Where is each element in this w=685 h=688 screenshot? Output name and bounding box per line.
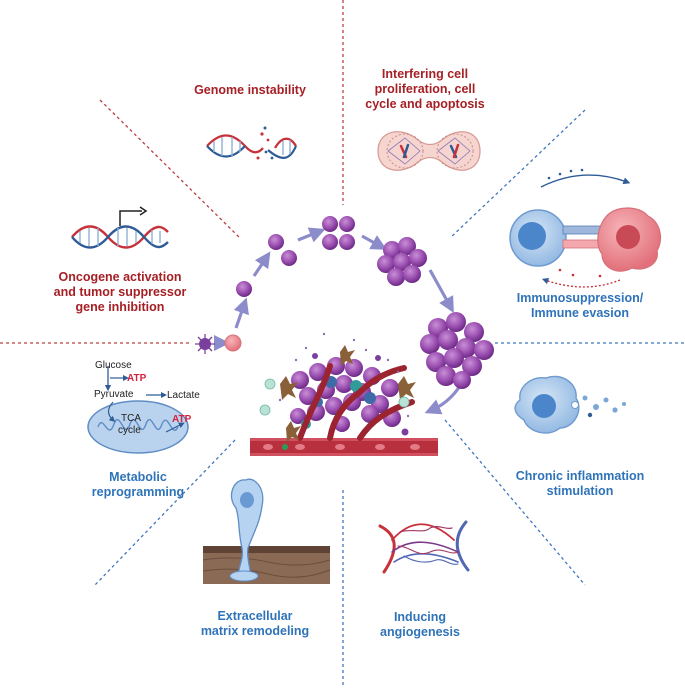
angiogenesis-icon [378,520,470,574]
cycle-text: cycle [118,425,141,436]
tca-text: TCA [121,413,141,424]
normal-cell [224,334,242,352]
label-interfering-cell: Interfering cell proliferation, cell cyc… [365,67,485,111]
label-ecm-remodeling: Extracellular matrix remodeling [200,609,310,638]
label-chronic-inflammation: Chronic inflammation stimulation [515,469,645,498]
virus-particle [195,334,215,354]
label-genome-instability: Genome instability [194,83,306,97]
label-metabolic-reprogramming: Metabolic reprogramming [91,470,185,499]
extracellular-matrix-icon [202,478,331,584]
dividing-cell-icon [377,131,481,171]
mitochondrion-icon [87,366,189,454]
cell-progression [195,216,494,389]
label-immunosuppression: Immunosuppression/ Immune evasion [516,291,644,320]
cell-cluster-small [377,237,427,286]
atp-text-2: ATP [172,414,192,425]
inflammatory-cell-icon [514,375,626,434]
cell-cluster-four [322,216,355,250]
tumor-microenvironment [250,332,438,456]
lactate-text: Lactate [167,390,200,401]
atp-text-1: ATP [127,373,147,384]
divider-upper-right [449,109,586,239]
tumor-mass [420,312,494,389]
oncogene-dna-icon [71,206,169,249]
mutated-cell [236,281,252,297]
label-oncogene-activation: Oncogene activation and tumor suppressor… [53,270,187,314]
dividing-cells [268,234,297,266]
label-inducing-angiogenesis: Inducing angiogenesis [380,610,460,639]
divider-lower-right [444,419,586,586]
divider-upper-left [99,99,241,239]
glucose-text: Glucose [95,360,132,371]
immune-interaction-icon [509,168,661,288]
broken-dna-icon [206,126,298,160]
pyruvate-text: Pyruvate [94,389,134,400]
